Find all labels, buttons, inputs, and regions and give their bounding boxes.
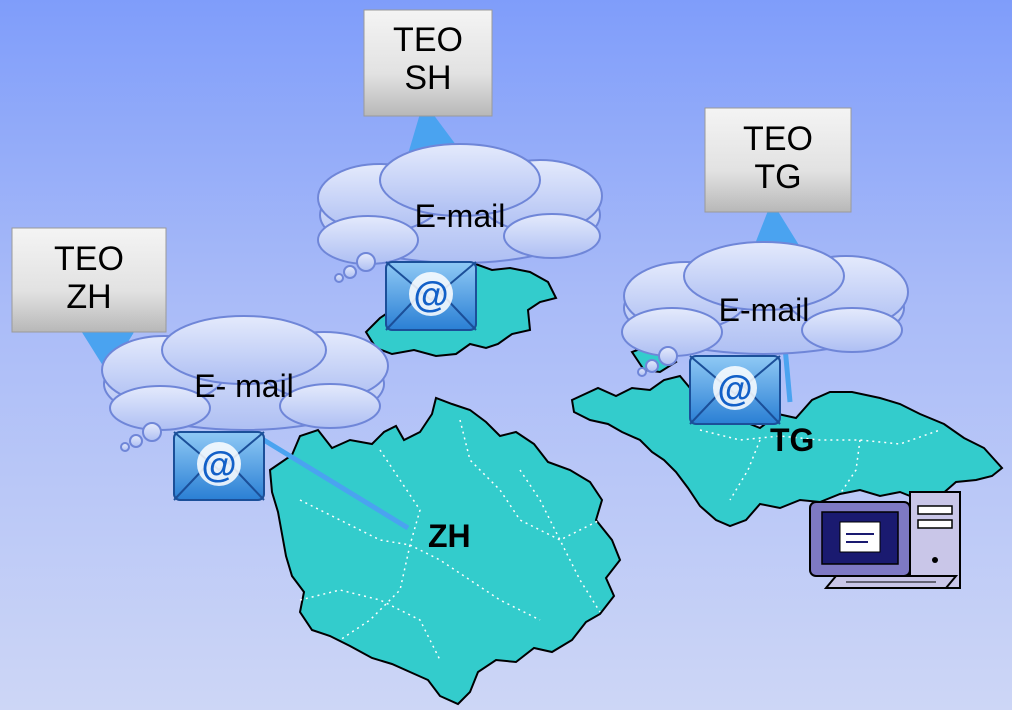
teo-zh-box <box>11 227 167 333</box>
region-zh-label: ZH <box>428 518 471 554</box>
cloud-zh-label: E- mail <box>194 368 294 404</box>
cloud-zh-shape <box>101 315 389 452</box>
email-envelope-icon: @ <box>689 355 781 425</box>
teo-tg-box <box>704 107 852 213</box>
cloud-sh-shape <box>317 143 603 283</box>
cloud-tg-shape <box>621 241 909 377</box>
svg-text:@: @ <box>201 444 236 485</box>
teo-tg-line1: TEO <box>743 120 813 158</box>
region-tg-label: TG <box>770 422 815 458</box>
teo-sh-label: TEO SH <box>364 21 492 97</box>
teo-sh-line2: SH <box>404 59 452 97</box>
email-envelope-icon: @ <box>173 431 265 501</box>
cloud-tg-label: E-mail <box>718 292 810 328</box>
cloud-sh-label: E-mail <box>414 198 506 234</box>
teo-tg-label: TEO TG <box>705 120 851 196</box>
svg-text:@: @ <box>717 368 752 409</box>
teo-zh-line1: TEO <box>54 240 124 278</box>
teo-sh-line1: TEO <box>393 21 463 59</box>
teo-zh-label: TEO ZH <box>12 240 166 316</box>
teo-zh-line2: ZH <box>66 278 112 316</box>
zh-internal-borders <box>299 419 601 661</box>
teo-sh-box <box>363 9 493 117</box>
svg-text:@: @ <box>413 274 448 315</box>
email-envelope-icon: @ <box>385 261 477 331</box>
teo-tg-line2: TG <box>754 158 802 196</box>
tg-internal-borders <box>699 429 941 501</box>
desktop-computer-icon <box>809 491 961 589</box>
